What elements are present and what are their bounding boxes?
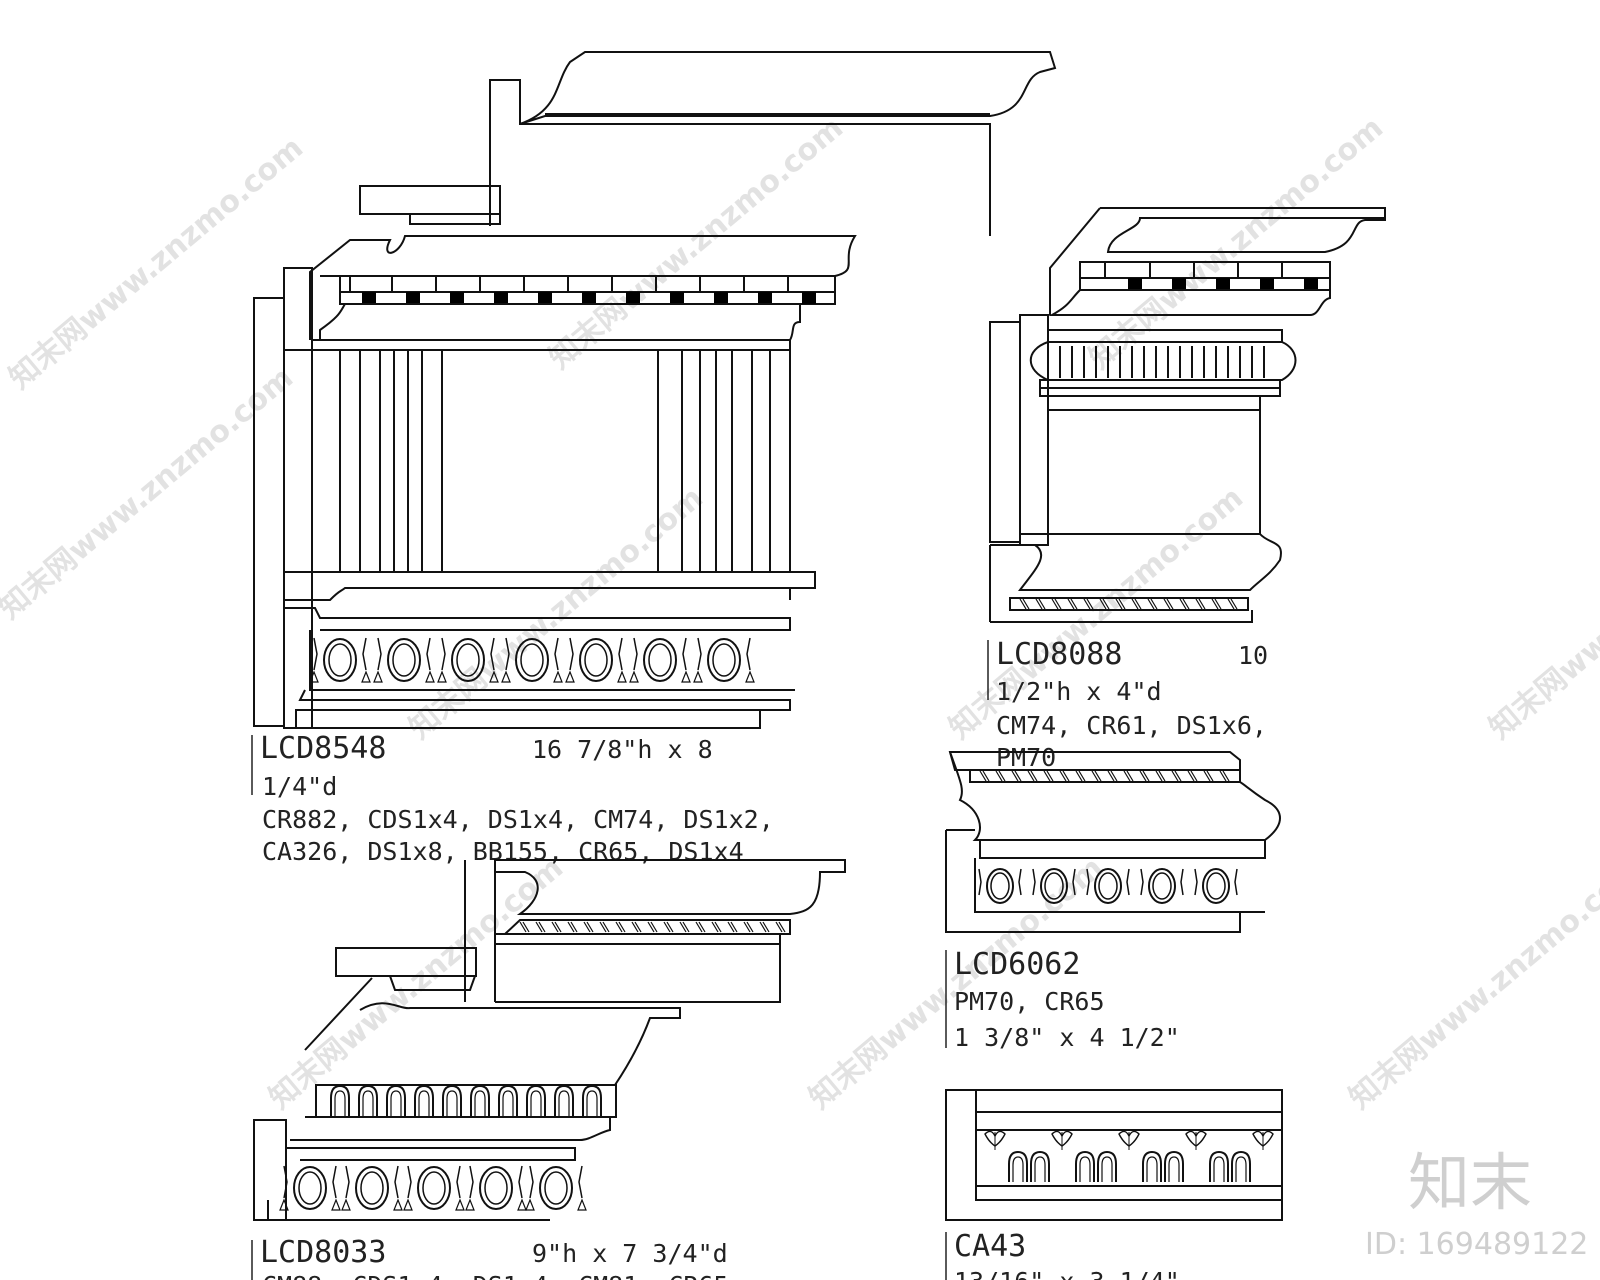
molding-parts: PM70, CR65: [954, 987, 1105, 1016]
brand-logo: 知末: [1408, 1146, 1532, 1219]
molding-size: 13/16" x 3 1/4": [954, 1267, 1180, 1280]
molding-lcd8088: [989, 207, 1386, 623]
molding-parts: CR882, CDS1x4, DS1x4, CM74, DS1x2,: [262, 805, 774, 834]
watermark-text: 知末网www.znzmo.com: [3, 130, 310, 396]
label-lcd8548: LCD8548 16 7/8"h x 8 1/4"d CR882, CDS1x4…: [251, 731, 774, 866]
watermark-text: 知末网www.znzmo.com: [403, 480, 710, 746]
molding-lcd8548: [253, 51, 1057, 729]
watermark-layer: 知末网www.znzmo.com 知末网www.znzmo.com 知末网www…: [0, 110, 1600, 1116]
watermark-text: 知末网www.znzmo.com: [1343, 850, 1600, 1116]
molding-lcd8033: [253, 859, 846, 1221]
molding-code: CA43: [954, 1229, 1026, 1264]
label-lcd8088: LCD8088 10 1/2"h x 4"d CM74, CR61, DS1x6…: [987, 637, 1268, 772]
watermark-text: 知末网www.znzmo.com: [943, 480, 1250, 746]
molding-code: LCD8548: [260, 731, 386, 766]
watermark-text: 知末网www.znzmo.com: [803, 850, 1110, 1116]
molding-code: LCD8033: [260, 1235, 386, 1270]
molding-size: 9"h x 7 3/4"d: [532, 1239, 728, 1268]
molding-code: LCD8088: [996, 637, 1122, 672]
molding-size: 16 7/8"h x 8: [532, 735, 713, 764]
molding-lcd6062: [945, 751, 1281, 933]
label-lcd8033: LCD8033 9"h x 7 3/4"d CM88, CDS1x4, DS1x…: [251, 1235, 729, 1280]
dentil-blocks: [362, 292, 816, 304]
molding-parts: CM88, CDS1x4, DS1x4, CM81, CR65: [262, 1271, 729, 1280]
molding-size: 1/4"d: [262, 772, 337, 801]
molding-size: 1 3/8" x 4 1/2": [954, 1023, 1180, 1052]
label-ca43: CA43 13/16" x 3 1/4": [945, 1229, 1180, 1280]
watermark-text: 知末网www.znzmo.com: [1483, 480, 1600, 746]
label-lcd6062: LCD6062 PM70, CR65 1 3/8" x 4 1/2": [945, 947, 1180, 1052]
molding-parts: PM70: [996, 743, 1056, 772]
molding-ca43: [945, 1089, 1283, 1221]
molding-size: 1/2"h x 4"d: [996, 677, 1162, 706]
brand-mark: 知末 ID: 169489122: [1365, 1146, 1588, 1262]
dentil-blocks: [1128, 278, 1318, 290]
molding-code: LCD6062: [954, 947, 1080, 982]
molding-parts: CA326, DS1x8, BB155, CR65, DS1x4: [262, 837, 744, 866]
image-id-label: ID: 169489122: [1365, 1227, 1588, 1262]
molding-parts: CM74, CR61, DS1x6,: [996, 711, 1267, 740]
watermark-text: 知末网www.znzmo.com: [543, 110, 850, 376]
molding-size: 10: [1238, 641, 1268, 670]
watermark-text: 知末网www.znzmo.com: [263, 850, 570, 1116]
